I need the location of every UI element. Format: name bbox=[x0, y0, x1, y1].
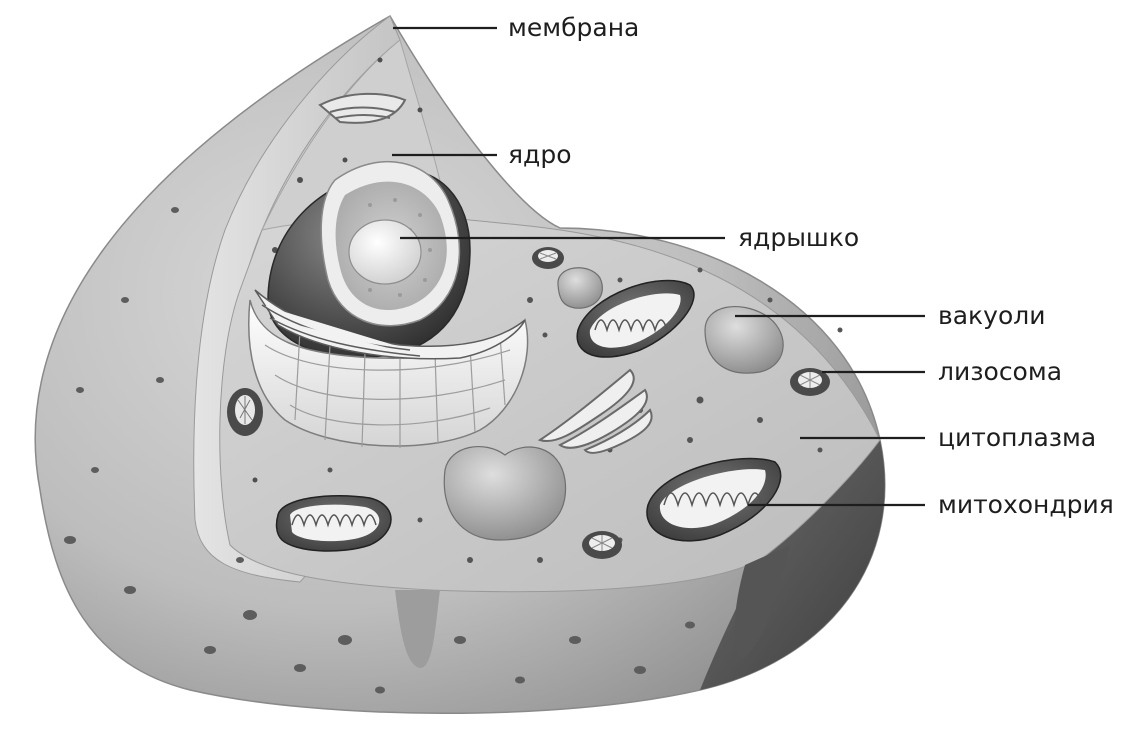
label-cytoplasm: цитоплазма bbox=[938, 423, 1096, 453]
label-nucleolus: ядрышко bbox=[738, 223, 859, 253]
label-membrane: мембрана bbox=[508, 13, 639, 43]
label-vacuoles: вакуоли bbox=[938, 301, 1045, 331]
vacuole-small bbox=[558, 268, 602, 308]
vacuole-large bbox=[444, 447, 565, 540]
nucleolus bbox=[349, 220, 421, 284]
label-lysosome: лизосома bbox=[938, 357, 1062, 387]
wall-lysosome bbox=[227, 388, 263, 436]
label-nucleus: ядро bbox=[508, 140, 572, 170]
lysosome-top bbox=[532, 247, 564, 269]
mitochondrion-bottom-left bbox=[277, 496, 391, 551]
label-mitochondria: митохондрия bbox=[938, 490, 1114, 520]
lysosome-bottom bbox=[582, 531, 622, 559]
